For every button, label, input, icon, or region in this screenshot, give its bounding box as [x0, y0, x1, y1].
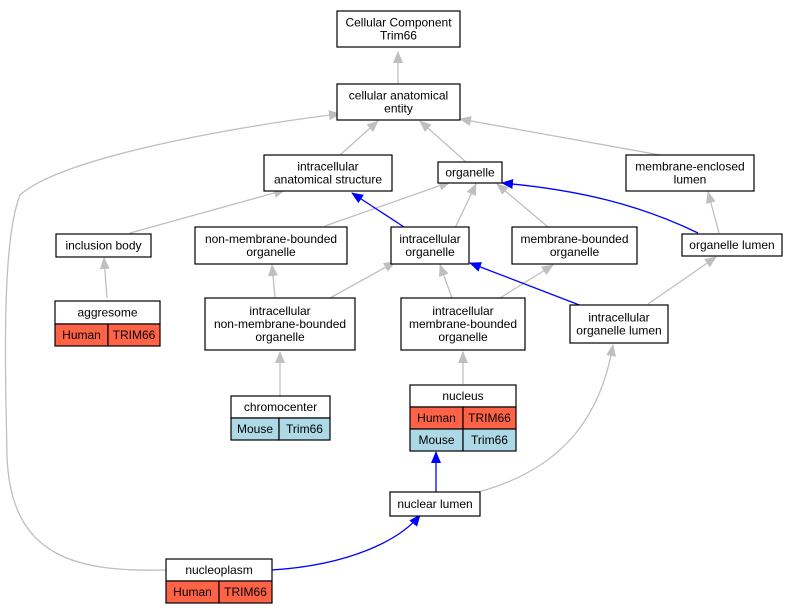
- edge-imbo-mbo: [499, 264, 554, 299]
- edge-iol-ol: [647, 256, 717, 305]
- node-label-line: intracellular: [399, 232, 460, 246]
- edge-ol-mel: [706, 191, 720, 234]
- node-nuclear-lumen[interactable]: nuclear lumen: [389, 491, 481, 517]
- node-label-line: intracellular: [432, 304, 493, 318]
- node-label-line: organelle lumen: [576, 324, 661, 338]
- node-label-line: organelle lumen: [689, 238, 774, 252]
- node-title-box: [263, 154, 393, 192]
- node-label-line: organelle: [445, 166, 495, 180]
- node-label-line: organelle: [550, 245, 600, 259]
- edge-nplasm-nlumen-blue: [271, 514, 421, 571]
- node-label-line: Cellular Component: [345, 16, 452, 30]
- edge-nplasm-cae: [4, 110, 341, 571]
- node-title-box: [569, 304, 669, 344]
- gene-label: Trim66: [471, 433, 508, 447]
- node-title-box: [390, 226, 470, 265]
- gene-label: TRIM66: [113, 328, 156, 342]
- node-label-line: non-membrane-bounded: [205, 232, 337, 246]
- node-label-line: intracellular: [297, 160, 358, 174]
- node-label-line: Trim66: [380, 29, 417, 43]
- node-label-line: organelle: [405, 245, 455, 259]
- edge-org-cae: [419, 120, 467, 163]
- gene-label: TRIM66: [224, 585, 267, 599]
- gene-cell: [107, 323, 161, 347]
- node-label-line: nucleoplasm: [185, 563, 252, 577]
- species-label: Human: [62, 328, 101, 342]
- node-label-line: anatomical structure: [274, 173, 382, 187]
- node-label-line: entity: [384, 102, 413, 116]
- node-title-box: [336, 10, 461, 48]
- node-label-line: intracellular: [249, 304, 310, 318]
- gene-cell: [218, 580, 273, 604]
- node-title-box: [681, 233, 783, 257]
- edge-io-ias-blue: [351, 192, 405, 228]
- edge-inmbo-nmbo: [268, 264, 278, 299]
- node-label-line: chromocenter: [244, 400, 317, 414]
- edge-aggr-incl: [99, 257, 110, 299]
- node-organelle[interactable]: organelle: [437, 161, 503, 184]
- edge-mbo-org: [496, 183, 549, 228]
- node-label-line: nuclear lumen: [397, 497, 472, 511]
- edge-inmbo-io: [329, 261, 396, 299]
- node-label-line: membrane-bounded: [409, 317, 517, 331]
- node-label-line: nucleus: [442, 389, 483, 403]
- node-label-line: organelle: [246, 245, 296, 259]
- edge-nmbo-org: [324, 180, 451, 227]
- node-label-line: cellular anatomical: [349, 89, 448, 103]
- edge-imbo-io: [439, 264, 453, 299]
- edge-ol-org-blue: [501, 179, 699, 234]
- node-label-line: membrane-enclosed: [635, 160, 744, 174]
- edge-incl-ias: [129, 188, 286, 234]
- species-label: Mouse: [418, 433, 454, 447]
- node-label-line: inclusion body: [65, 239, 141, 253]
- edge-iol-io-blue: [469, 262, 583, 307]
- node-label-line: organelle: [255, 330, 305, 344]
- node-label-line: aggresome: [77, 306, 137, 320]
- node-title-box: [336, 83, 461, 121]
- node-label-line: membrane-bounded: [520, 232, 628, 246]
- node-title-box: [511, 226, 638, 265]
- edge-io-org: [454, 183, 477, 229]
- species-label: Mouse: [237, 422, 273, 436]
- gene-label: TRIM66: [468, 411, 511, 425]
- species-label: Human: [173, 585, 212, 599]
- edge-mel-cae: [459, 116, 661, 156]
- node-title-box: [400, 297, 526, 351]
- node-title-box: [389, 491, 481, 517]
- node-title-box: [625, 154, 755, 192]
- node-label-line: organelle: [438, 330, 488, 344]
- node-label-line: intracellular: [588, 311, 649, 325]
- node-label-line: non-membrane-bounded: [214, 317, 346, 331]
- node-title-box: [194, 226, 348, 265]
- node-title-box: [204, 297, 356, 351]
- edge-ias-cae: [339, 120, 379, 156]
- node-intracellular-non-membrane-bounded-organelle[interactable]: intracellularnon-membrane-boundedorganel…: [204, 297, 356, 351]
- gene-cell: [278, 417, 331, 441]
- node-inclusion-body[interactable]: inclusion body: [55, 233, 152, 258]
- node-organelle-lumen[interactable]: organelle lumen: [681, 233, 783, 257]
- species-label: Human: [417, 411, 456, 425]
- gene-cell: [462, 428, 517, 452]
- node-label-line: lumen: [674, 173, 707, 187]
- node-title-box: [55, 233, 152, 258]
- gene-label: Trim66: [286, 422, 323, 436]
- edge-nlumen-iol: [477, 344, 617, 493]
- node-title-box: [437, 161, 503, 184]
